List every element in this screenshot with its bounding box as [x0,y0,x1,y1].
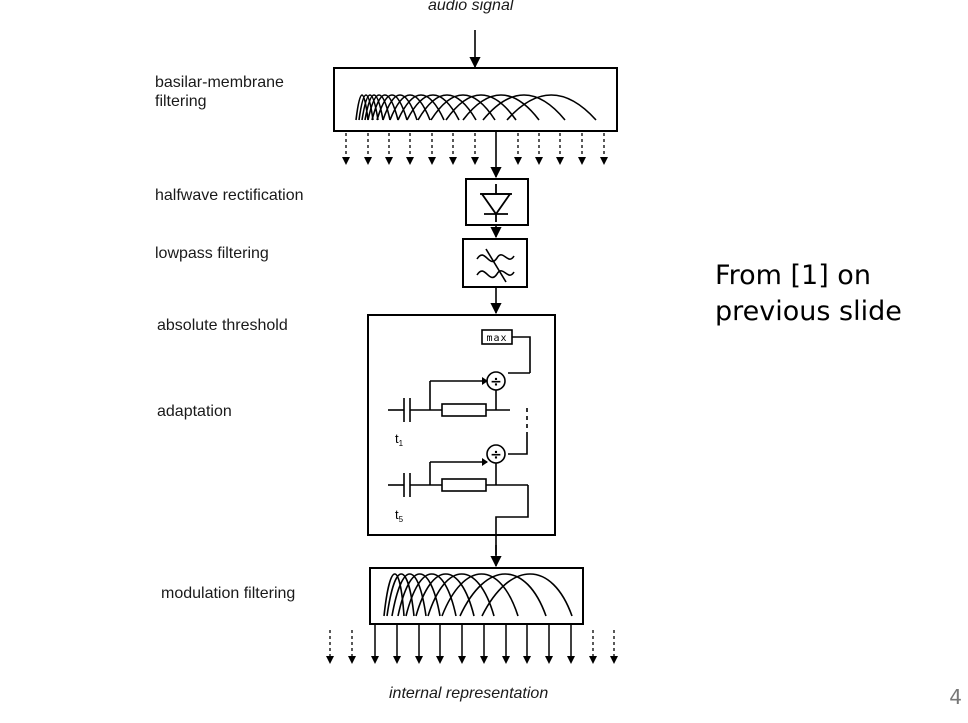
stage-label-threshold: absolute threshold [157,317,288,334]
lowpass-icon [476,248,515,283]
adaptation-block [367,314,556,536]
stage-label-modulation: modulation filtering [161,585,296,602]
basilar-filterbank-box [333,67,618,132]
source-note-line1: From [1] on [715,260,871,291]
svg-text:÷: ÷ [490,447,502,463]
diode-icon [480,184,512,222]
basilar-output-arrowheads [342,157,608,165]
modulation-filterbank-box [369,567,584,625]
modulation-dashed-outputs [329,630,615,656]
page-number: 4 [949,685,962,709]
max-label: max [486,333,507,344]
stage-label-adaptation: adaptation [157,403,232,420]
divider-input-arrows [482,377,488,466]
tau-last-label: t5 [395,507,404,524]
source-note-line2: previous slide [715,296,902,327]
svg-text:÷: ÷ [490,374,502,390]
source-note: From [1] on previous slide [715,258,902,330]
stage-label-basilar: basilar-membrane filtering [155,74,284,110]
output-label: internal representation [389,685,549,702]
basilar-filter-curves [355,94,597,121]
modulation-filter-curves [383,573,573,617]
tau-first-label: t1 [395,431,404,448]
lowpass-box [462,238,528,288]
halfwave-box [465,178,529,226]
modulation-output-arrowheads [326,656,618,664]
stage-label-lowpass: lowpass filtering [155,245,269,262]
divider-node-2: ÷ [486,444,506,464]
basilar-dashed-outputs [345,133,605,158]
stage-label-halfwave: halfwave rectification [155,187,304,204]
adaptation-wiring [388,336,531,555]
modulation-solid-outputs [374,624,572,658]
divider-node-1: ÷ [486,371,506,391]
input-label: audio signal [428,0,514,14]
